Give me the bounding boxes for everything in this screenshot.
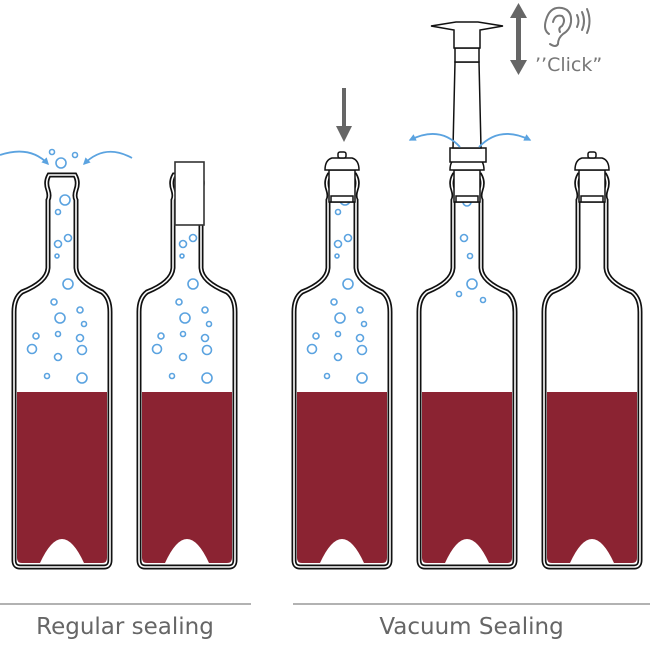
double-arrow-icon [510,3,527,75]
cork [174,161,205,226]
click-sound-label: ’’Click” [535,54,603,76]
bottle-open [0,148,133,568]
regular-sealing-label: Regular sealing [36,614,214,640]
vacuum-sealing-label: Vacuum Sealing [379,614,564,640]
blue-curved-arrow-icon [0,150,49,166]
escaping-bubbles [48,148,79,169]
bottle-corked [139,161,235,567]
bottle-stopper-insert [294,88,390,567]
bottle-pumping [408,3,591,567]
blue-curved-arrow-icon [478,133,532,148]
bottle-sealed [544,151,640,567]
down-arrow-icon [336,88,352,142]
blue-curved-arrow-icon [82,150,133,166]
vacuum-pump [430,21,504,163]
blue-curved-arrow-icon [408,133,461,148]
ear-sound-icon [544,6,591,47]
